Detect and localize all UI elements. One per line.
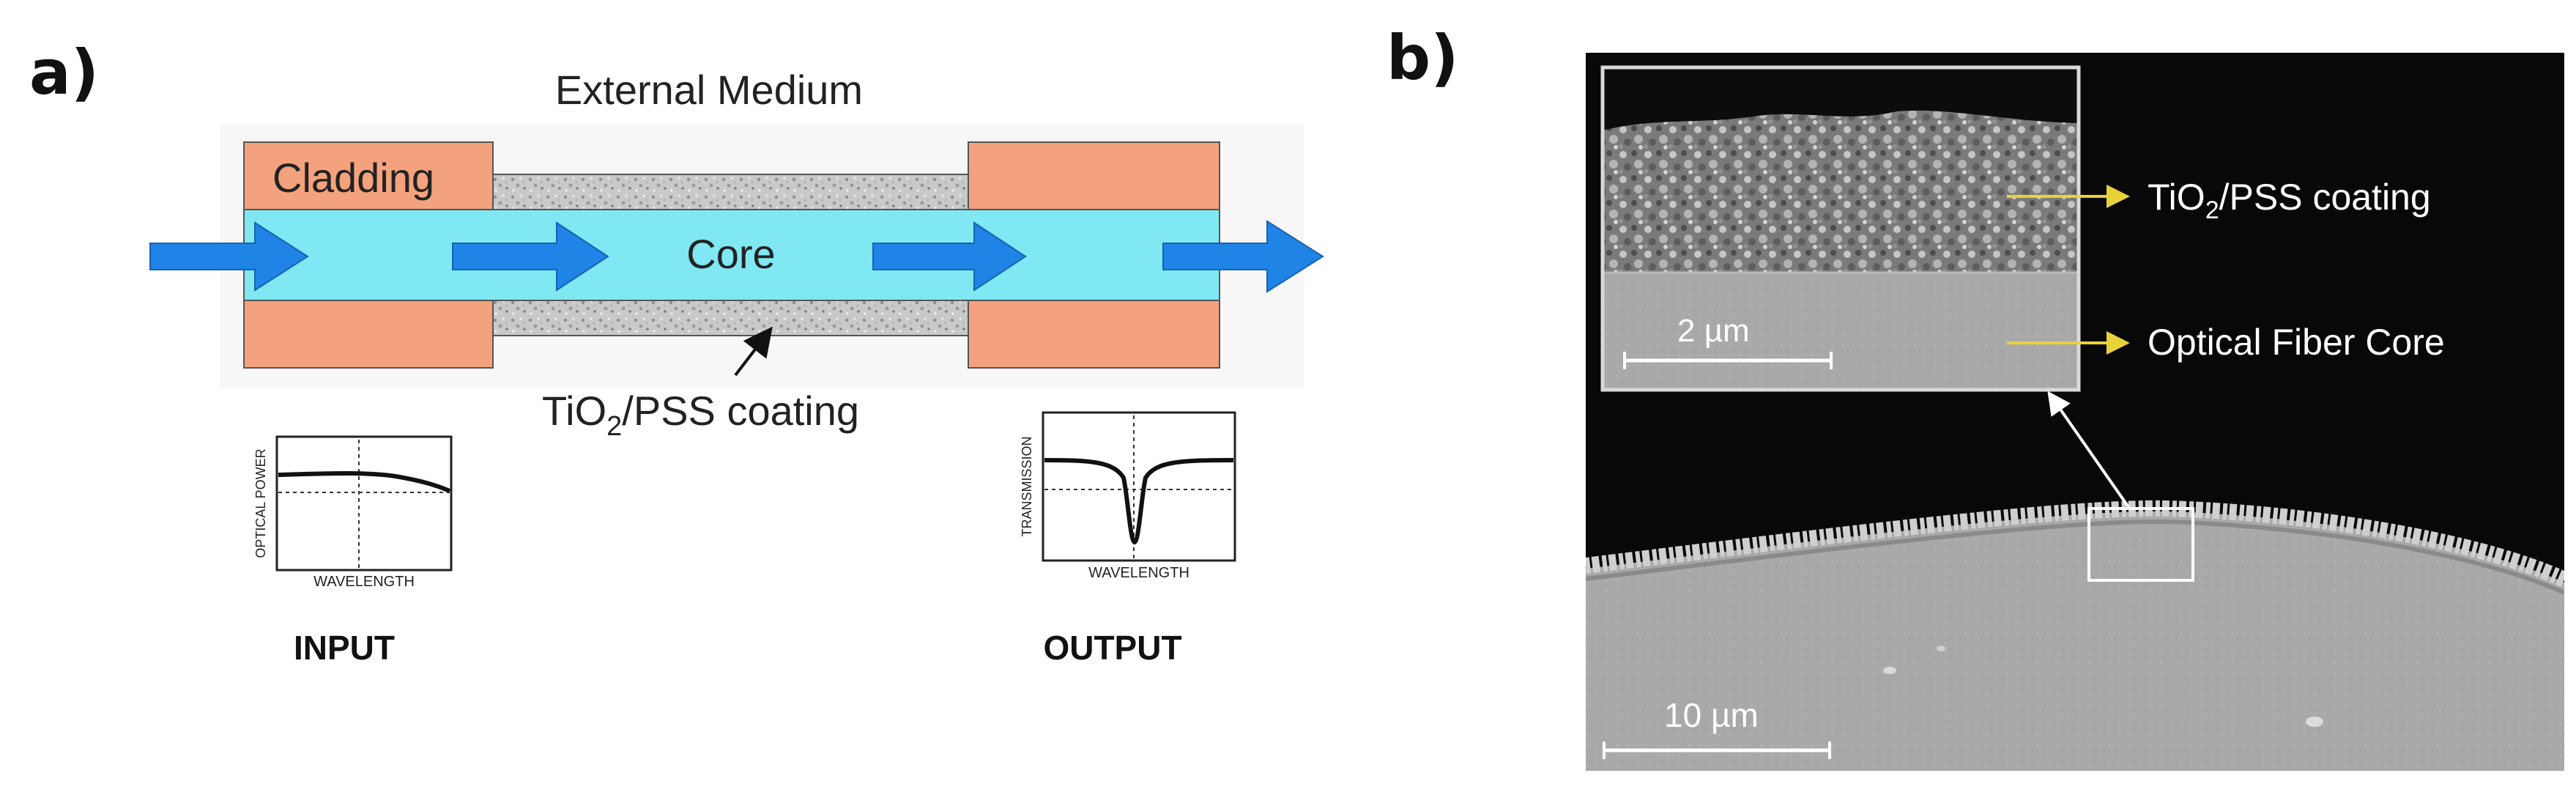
zoom-region-box: [2087, 507, 2194, 582]
light-arrow-3: [872, 221, 1027, 292]
output-title: OUTPUT: [1043, 629, 1181, 667]
inset-scale-label: 2 µm: [1677, 313, 1750, 349]
callout-coating-sub: 2: [2205, 196, 2219, 224]
external-medium-label: External Medium: [555, 67, 863, 113]
coating-bottom: [491, 300, 970, 336]
cladding-right-bottom: [968, 300, 1220, 369]
sem-inset: 2 µm: [1600, 65, 2081, 392]
coating-label-prefix: TiO: [542, 388, 606, 434]
particle: [1937, 646, 1945, 651]
coating-pointer-arrow: [734, 326, 773, 377]
inset-border: [1600, 65, 2081, 392]
coating-top: [491, 174, 970, 210]
inset-core-layer: [1603, 273, 2079, 390]
coating-label-suffix: /PSS coating: [622, 388, 859, 434]
fiber-schematic: External Medium Cladding Core TiO2/PSS c…: [149, 67, 1324, 442]
coating-label: TiO2/PSS coating: [542, 388, 859, 442]
zoom-pointer-arrow: [2047, 391, 2130, 509]
input-y-axis-label: OPTICAL POWER: [253, 448, 268, 558]
inset-coating-layer: [1603, 110, 2079, 273]
coating-callout-label: TiO2/PSS coating: [2148, 177, 2431, 224]
cladding-label: Cladding: [272, 155, 434, 201]
output-x-axis-label: WAVELENGTH: [1088, 565, 1189, 581]
fiber-cross-section: [1586, 511, 2564, 771]
core-callout-label: Optical Fiber Core: [2148, 322, 2445, 363]
output-plot-frame: [1042, 411, 1236, 562]
cladding-left-top: [243, 141, 494, 210]
fiber-core: [243, 209, 1220, 301]
input-title: INPUT: [294, 629, 395, 667]
callout-coating-prefix: TiO: [2148, 177, 2205, 218]
light-arrow-4: [1162, 220, 1324, 293]
particle: [2306, 717, 2323, 727]
cladding-right-top: [968, 141, 1220, 210]
coating-label-sub: 2: [606, 411, 622, 442]
main-scale-label: 10 µm: [1664, 696, 1759, 734]
sem-micrograph: 2 µm TiO2/PSS coating Optical Fiber Core…: [1586, 53, 2564, 771]
core-label: Core: [686, 231, 775, 277]
cladding-left-bottom: [243, 300, 494, 369]
output-y-axis-label: TRANSMISSION: [1020, 436, 1034, 536]
input-plot: OPTICAL POWER WAVELENGTH INPUT: [253, 435, 453, 667]
particle: [1883, 667, 1896, 674]
output-spectrum-curve: [1044, 458, 1234, 545]
coating-rim-edge: [1586, 519, 2564, 595]
light-arrow-1: [149, 221, 309, 292]
output-plot: TRANSMISSION WAVELENGTH OUTPUT: [1020, 411, 1236, 667]
light-arrow-2: [452, 221, 609, 292]
panel-a-label: a): [29, 37, 99, 108]
panel-b-label: b): [1387, 22, 1459, 94]
callout-coating-suffix: /PSS coating: [2219, 177, 2431, 218]
input-plot-frame: [275, 435, 453, 572]
input-spectrum-curve: [278, 471, 451, 493]
input-x-axis-label: WAVELENGTH: [313, 574, 415, 590]
